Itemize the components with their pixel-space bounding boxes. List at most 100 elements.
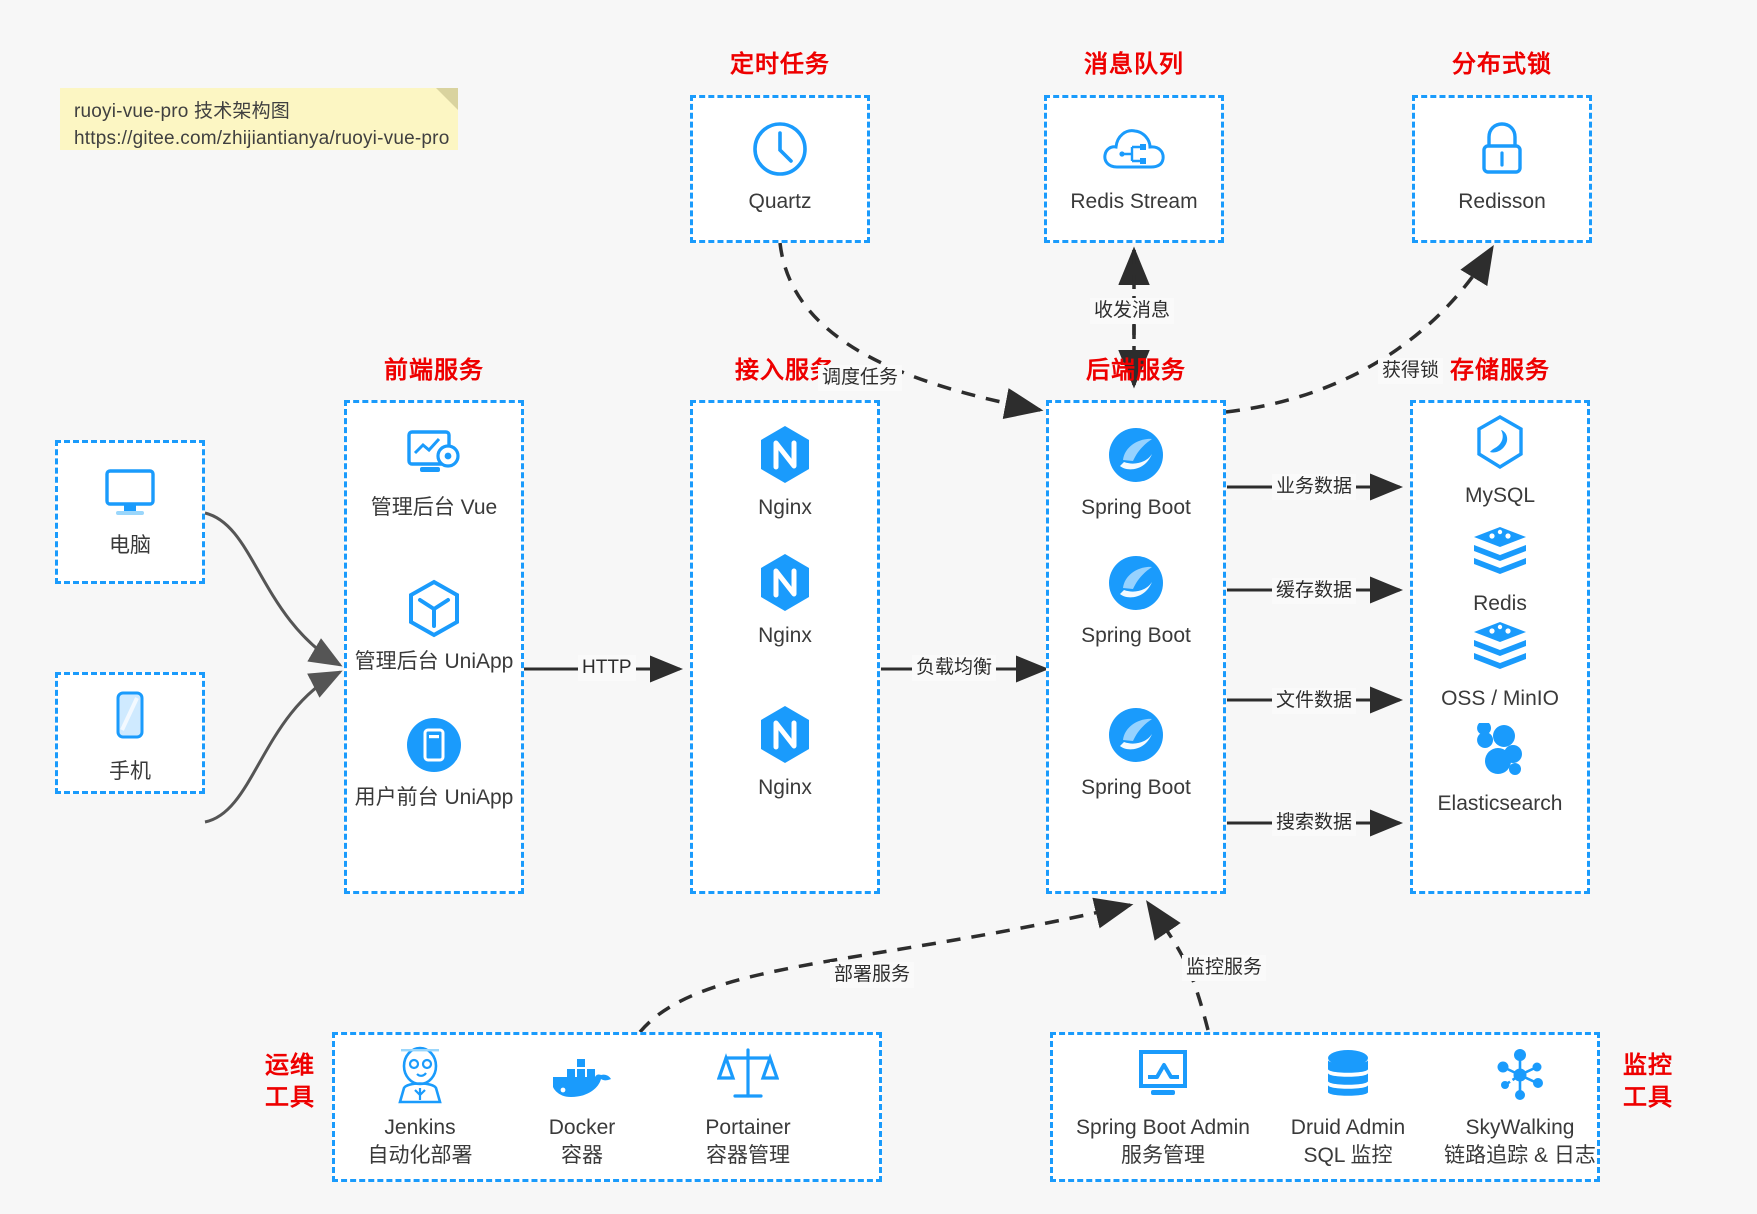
node-redis[interactable]: Redis — [1420, 520, 1580, 618]
note-line-2: https://gitee.com/zhijiantianya/ruoyi-vu… — [74, 128, 450, 149]
redis-stack-icon — [1470, 615, 1530, 677]
spring-boot-icon — [1107, 552, 1165, 614]
node-label: SkyWalking — [1465, 1116, 1575, 1139]
redis-stack-icon — [1470, 520, 1530, 582]
node-nginx-3[interactable]: Nginx — [705, 704, 865, 802]
node-label: Redis — [1473, 592, 1527, 615]
dashboard-gear-icon — [403, 424, 465, 486]
node-label: Spring Boot Admin — [1076, 1116, 1250, 1139]
node-sublabel: 链路追踪 & 日志 — [1444, 1144, 1596, 1167]
edge-label-business-data: 业务数据 — [1272, 474, 1357, 500]
node-label: Spring Boot — [1081, 776, 1191, 799]
group-title-lock: 分布式锁 — [1452, 51, 1552, 78]
info-sticky-note: ruoyi-vue-pro 技术架构图 https://gitee.com/zh… — [60, 88, 458, 150]
group-box-scheduler — [690, 95, 870, 243]
group-title-frontend: 前端服务 — [384, 357, 484, 384]
node-label: 管理后台 Vue — [370, 496, 498, 519]
nginx-icon — [757, 704, 813, 766]
node-label: Portainer — [705, 1116, 791, 1139]
spring-boot-icon — [1107, 424, 1165, 486]
mysql-dolphin-icon — [1473, 412, 1527, 474]
group-box-storage — [1410, 400, 1590, 894]
group-box-devops — [332, 1032, 882, 1182]
group-title-monitor: 监控 工具 — [1608, 1050, 1688, 1114]
node-desktop[interactable]: 电脑 — [50, 462, 210, 560]
node-redis-stream[interactable]: Redis Stream — [1054, 118, 1214, 216]
node-user-uniapp[interactable]: 用户前台 UniApp — [354, 714, 514, 812]
node-sublabel: 自动化部署 — [367, 1144, 473, 1167]
nginx-icon — [757, 424, 813, 486]
group-title-storage: 存储服务 — [1450, 357, 1550, 384]
node-spring-boot-admin[interactable]: Spring Boot Admin 服务管理 — [1068, 1044, 1258, 1170]
network-nodes-icon — [1491, 1044, 1549, 1106]
monitor-chart-icon — [1133, 1044, 1193, 1106]
node-label: 管理后台 UniApp — [354, 650, 514, 673]
group-box-frontend — [344, 400, 524, 894]
node-label: Redis Stream — [1070, 190, 1198, 213]
node-jenkins[interactable]: Jenkins 自动化部署 — [340, 1044, 500, 1170]
node-redisson[interactable]: Redisson — [1422, 118, 1582, 216]
group-title-devops-line1: 运维 — [265, 1052, 315, 1079]
node-label: OSS / MinIO — [1441, 687, 1559, 710]
node-skywalking[interactable]: SkyWalking 链路追踪 & 日志 — [1430, 1044, 1610, 1170]
node-label: Quartz — [748, 190, 812, 213]
node-oss-minio[interactable]: OSS / MinIO — [1420, 615, 1580, 713]
node-label: Spring Boot — [1081, 496, 1191, 519]
node-elasticsearch[interactable]: Elasticsearch — [1420, 720, 1580, 818]
group-title-monitor-line2: 工具 — [1623, 1084, 1673, 1111]
edge-label-file-data: 文件数据 — [1272, 688, 1357, 714]
mobile-phone-icon — [110, 688, 150, 750]
node-label: Nginx — [758, 624, 812, 647]
group-box-mq — [1044, 95, 1224, 243]
node-label: MySQL — [1464, 484, 1535, 507]
node-mobile[interactable]: 手机 — [50, 688, 210, 786]
node-label: 电脑 — [109, 534, 151, 557]
padlock-icon — [1475, 118, 1529, 180]
node-druid-admin[interactable]: Druid Admin SQL 监控 — [1268, 1044, 1428, 1170]
app-window-icon — [405, 714, 463, 776]
node-label: Jenkins — [384, 1116, 456, 1139]
node-admin-uniapp[interactable]: 管理后台 UniApp — [354, 578, 514, 676]
node-mysql[interactable]: MySQL — [1420, 412, 1580, 510]
elasticsearch-icon — [1471, 720, 1529, 782]
node-label: 手机 — [109, 760, 151, 783]
group-title-devops: 运维 工具 — [250, 1050, 330, 1114]
group-title-scheduler: 定时任务 — [730, 51, 830, 78]
node-nginx-1[interactable]: Nginx — [705, 424, 865, 522]
edge-label-http: HTTP — [578, 655, 636, 681]
node-admin-vue[interactable]: 管理后台 Vue — [354, 424, 514, 522]
node-label: Druid Admin — [1290, 1116, 1406, 1139]
node-sublabel: 容器 — [561, 1144, 603, 1167]
node-label: Spring Boot — [1081, 624, 1191, 647]
group-title-devops-line2: 工具 — [265, 1084, 315, 1111]
scales-balance-icon — [717, 1044, 779, 1106]
node-label: Nginx — [758, 496, 812, 519]
database-stack-icon — [1320, 1044, 1376, 1106]
node-label: Nginx — [758, 776, 812, 799]
edge-label-monitor-service: 监控服务 — [1182, 955, 1267, 981]
node-spring-boot-3[interactable]: Spring Boot — [1056, 704, 1216, 802]
node-sublabel: 容器管理 — [706, 1144, 790, 1167]
clock-icon — [750, 118, 810, 180]
edge-label-send-receive-message: 收发消息 — [1090, 298, 1175, 324]
desktop-monitor-icon — [99, 462, 161, 524]
node-portainer[interactable]: Portainer 容器管理 — [668, 1044, 828, 1170]
group-title-monitor-line1: 监控 — [1623, 1052, 1673, 1079]
group-title-mq: 消息队列 — [1084, 51, 1184, 78]
group-box-lock — [1412, 95, 1592, 243]
hexagon-cube-icon — [405, 578, 463, 640]
edge-label-search-data: 搜索数据 — [1272, 810, 1357, 836]
note-fold-corner — [436, 88, 458, 110]
edge-label-acquire-lock: 获得锁 — [1378, 358, 1444, 384]
node-sublabel: 服务管理 — [1121, 1144, 1205, 1167]
node-label: Docker — [548, 1116, 616, 1139]
spring-boot-icon — [1107, 704, 1165, 766]
node-docker[interactable]: Docker 容器 — [502, 1044, 662, 1170]
edge-label-schedule-task: 调度任务 — [818, 365, 903, 391]
node-quartz[interactable]: Quartz — [700, 118, 860, 216]
node-nginx-2[interactable]: Nginx — [705, 552, 865, 650]
node-spring-boot-2[interactable]: Spring Boot — [1056, 552, 1216, 650]
node-spring-boot-1[interactable]: Spring Boot — [1056, 424, 1216, 522]
edge-label-cache-data: 缓存数据 — [1272, 578, 1357, 604]
